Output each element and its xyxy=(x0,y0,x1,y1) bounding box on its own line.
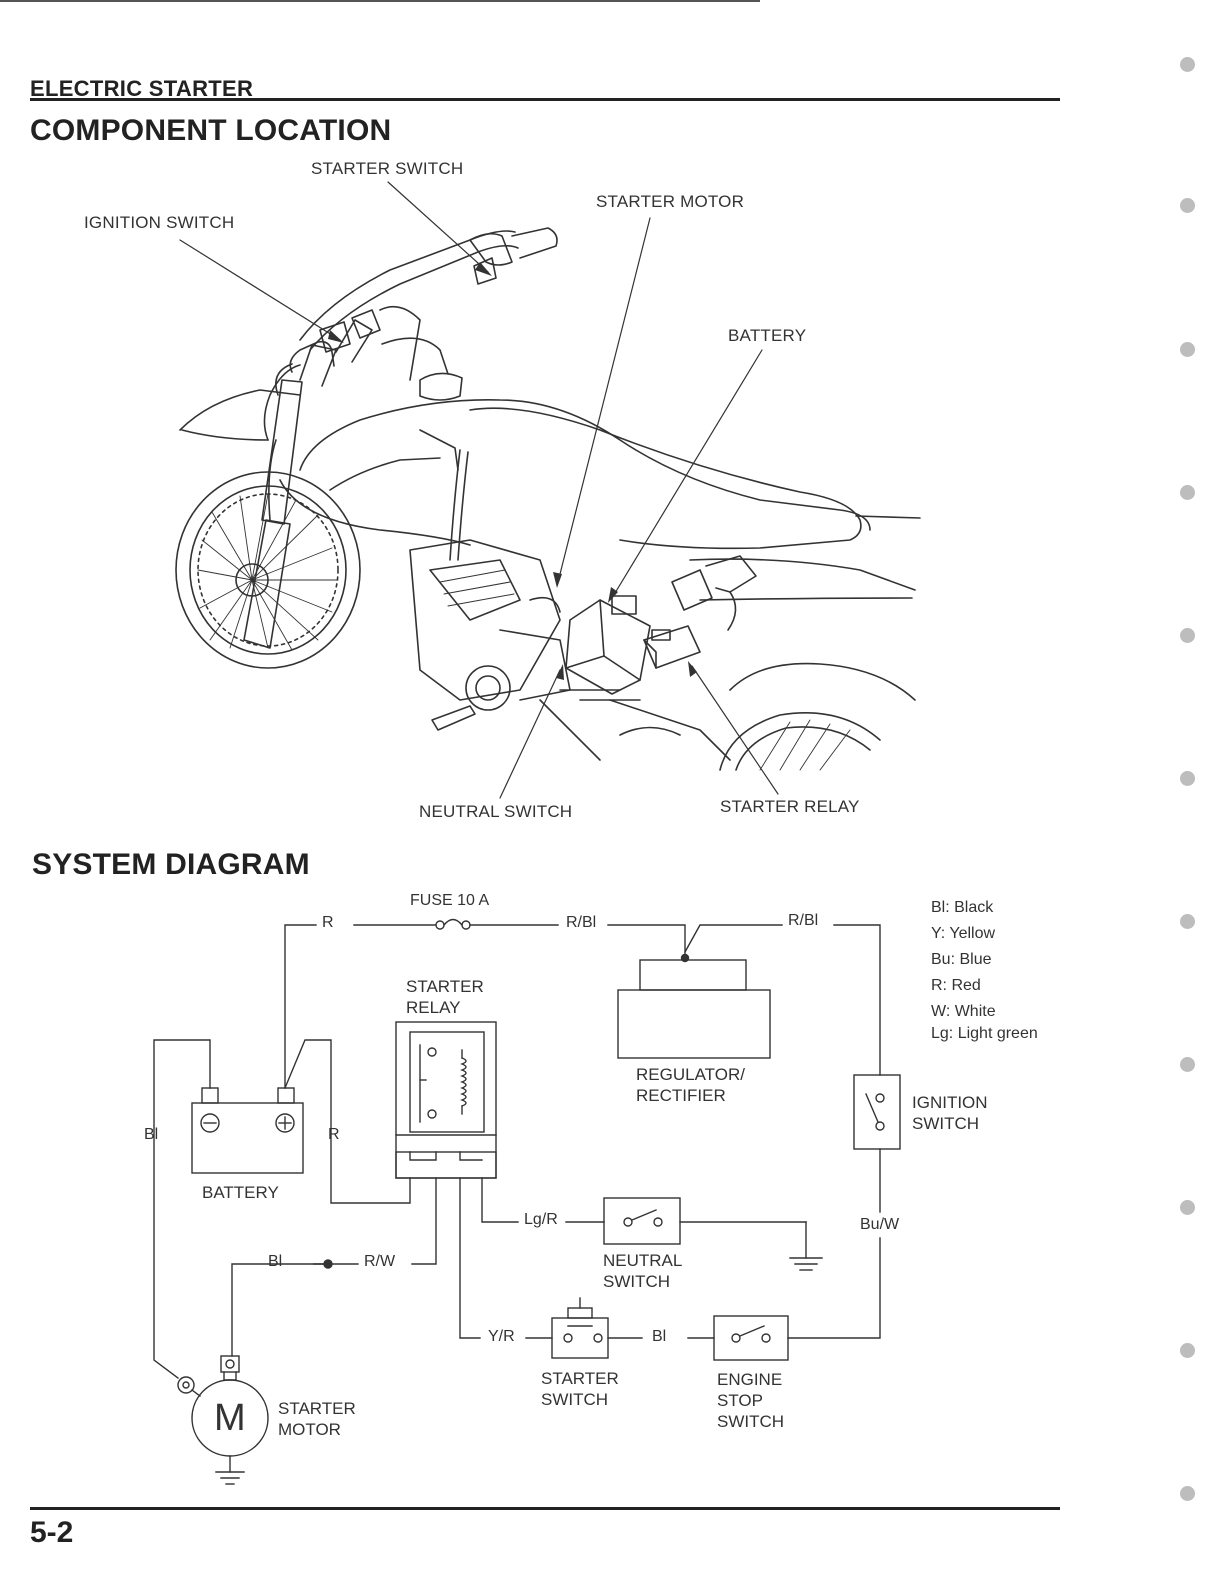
punch-hole xyxy=(1180,628,1195,643)
starter-relay-component xyxy=(643,625,701,669)
front-wheel xyxy=(175,471,361,669)
starter-relay-symbol xyxy=(395,1021,497,1179)
label-engine-stop-switch: ENGINE STOP SWITCH xyxy=(717,1370,785,1431)
label-starter-switch: STARTER SWITCH xyxy=(541,1369,619,1409)
label-starter-motor: STARTER MOTOR xyxy=(278,1399,356,1439)
motorcycle-illustration xyxy=(175,181,921,799)
label-ignition-switch: IGNITION SWITCH xyxy=(912,1093,988,1133)
starter-motor-symbol xyxy=(177,1355,269,1485)
rear-fender xyxy=(689,558,916,701)
leader-arrows xyxy=(328,262,697,680)
motor-m-symbol: M xyxy=(214,1397,246,1439)
punch-hole xyxy=(1180,771,1195,786)
wire-label: Bl xyxy=(268,1253,283,1270)
wire-rw xyxy=(411,1177,437,1265)
junction-dot xyxy=(323,1259,333,1269)
handlebar xyxy=(263,227,558,521)
wire-r-top xyxy=(284,924,317,1089)
wire-rbl-regulator xyxy=(607,924,686,959)
header-rule xyxy=(30,98,1060,101)
punch-hole xyxy=(1180,1343,1195,1358)
wire-rbl-ignition xyxy=(833,924,881,1076)
battery-component xyxy=(565,595,651,695)
wire-label: R/Bl xyxy=(566,914,597,931)
fuel-tank xyxy=(179,372,871,546)
frame xyxy=(419,429,731,761)
wire-label: Lg/R xyxy=(524,1211,558,1228)
color-legend: Bl: Black Y: Yellow Bu: Blue R: Red W: W… xyxy=(931,899,1038,1051)
page-title: COMPONENT LOCATION xyxy=(30,114,392,147)
wire-label: Bu/W xyxy=(860,1216,900,1233)
neutral-switch-symbol xyxy=(565,1197,823,1271)
rear-wheel xyxy=(719,712,881,771)
label-regulator-rectifier: REGULATOR/ RECTIFIER xyxy=(636,1065,745,1105)
label-starter-relay: STARTER RELAY xyxy=(406,977,484,1017)
callout-neutral-switch: NEUTRAL SWITCH xyxy=(419,802,573,821)
punch-hole xyxy=(1180,485,1195,500)
wire-label: Bl xyxy=(144,1126,159,1143)
label-battery: BATTERY xyxy=(202,1183,279,1202)
front-fork xyxy=(243,319,373,649)
wire-bl-motor xyxy=(231,1263,359,1357)
footer-rule xyxy=(30,1507,1060,1510)
punch-hole xyxy=(1180,342,1195,357)
callout-starter-switch: STARTER SWITCH xyxy=(311,159,464,178)
regulator-rectifier-symbol xyxy=(617,959,771,1059)
wire-label: Bl xyxy=(652,1328,667,1345)
punch-hole xyxy=(1180,198,1195,213)
callout-starter-motor: STARTER MOTOR xyxy=(596,192,745,211)
legend-item: Bu: Blue xyxy=(931,951,992,968)
punch-hole xyxy=(1180,1200,1195,1215)
callout-battery: BATTERY xyxy=(728,326,807,345)
leader-lines xyxy=(179,181,779,799)
callout-starter-relay: STARTER RELAY xyxy=(720,797,860,816)
legend-item: R: Red xyxy=(931,977,981,994)
punch-hole xyxy=(1180,1057,1195,1072)
top-edge-rule xyxy=(0,0,760,2)
battery-symbol xyxy=(191,1087,304,1174)
fuse-label: FUSE 10 A xyxy=(410,892,490,909)
ignition-switch-symbol xyxy=(853,1074,901,1213)
wire-r-battery-relay xyxy=(284,1039,411,1204)
fuse-symbol xyxy=(435,918,471,930)
wire-yr xyxy=(459,1177,481,1339)
wire-label: R/Bl xyxy=(788,912,819,929)
wire-label: R xyxy=(328,1126,340,1143)
legend-item: Bl: Black xyxy=(931,899,994,916)
system-diagram-title: SYSTEM DIAGRAM xyxy=(32,848,310,881)
engine xyxy=(409,539,571,731)
section-title: ELECTRIC STARTER xyxy=(30,76,254,101)
punch-hole xyxy=(1180,57,1195,72)
wire-bl-left xyxy=(153,1039,211,1379)
callout-ignition-switch: IGNITION SWITCH xyxy=(84,213,235,232)
legend-item: Lg: Light green xyxy=(931,1025,1038,1042)
starter-switch-symbol xyxy=(525,1297,643,1359)
legend-item: Y: Yellow xyxy=(931,925,996,942)
wire-label: Y/R xyxy=(488,1328,515,1345)
wire-rbl-branch xyxy=(684,924,783,953)
label-neutral-switch: NEUTRAL SWITCH xyxy=(603,1251,683,1291)
punch-hole xyxy=(1180,1486,1195,1501)
connectors xyxy=(671,555,757,631)
punch-hole xyxy=(1180,914,1195,929)
wire-label: R xyxy=(322,914,334,931)
wire-label: R/W xyxy=(364,1253,396,1270)
seat xyxy=(469,407,921,550)
page-number: 5-2 xyxy=(30,1516,74,1549)
legend-item: W: White xyxy=(931,1003,996,1020)
wire-lgr xyxy=(481,1177,519,1223)
engine-stop-switch-symbol xyxy=(687,1237,881,1361)
